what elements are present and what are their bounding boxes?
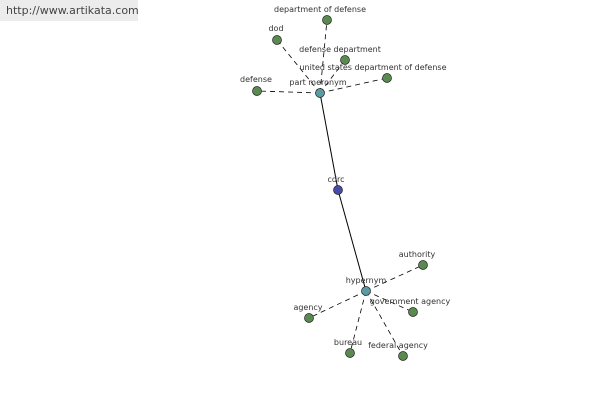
edge-root-to-hypernym — [337, 189, 367, 292]
watermark-url[interactable]: http://www.artikata.com — [0, 0, 139, 21]
node-defense[interactable] — [252, 86, 262, 96]
node-defense-department[interactable] — [340, 55, 350, 65]
edge-hypernym-to-agency — [308, 290, 367, 319]
label-federal-agency: federal agency — [368, 341, 428, 350]
node-root-cdrc[interactable] — [333, 185, 343, 195]
edge-root-to-part-meronym — [319, 92, 339, 191]
edge-part-meronym-to-department-of-defense — [319, 19, 328, 94]
node-united-states-department-of-defense[interactable] — [382, 73, 392, 83]
label-defense: defense — [240, 75, 272, 84]
label-united-states-department-of-defense: united states department of defense — [299, 63, 446, 72]
node-department-of-defense[interactable] — [322, 15, 332, 25]
label-government-agency: government agency — [370, 297, 451, 306]
node-authority[interactable] — [418, 260, 428, 270]
edge-part-meronym-to-dod — [276, 39, 321, 94]
label-department-of-defense: department of defense — [274, 5, 366, 14]
label-authority: authority — [399, 250, 436, 259]
edge-part-meronym-to-united-states-department-of-defense — [319, 77, 388, 94]
node-hypernym[interactable] — [361, 286, 371, 296]
label-bureau: bureau — [334, 338, 362, 347]
edge-hypernym-to-bureau — [349, 290, 367, 354]
edge-hypernym-to-authority — [365, 264, 424, 292]
edge-hypernym-to-federal-agency — [365, 290, 404, 357]
edge-part-meronym-to-defense — [256, 90, 321, 94]
label-agency: agency — [293, 303, 322, 312]
graph-nodes — [252, 15, 428, 361]
node-bureau[interactable] — [345, 348, 355, 358]
node-federal-agency[interactable] — [398, 351, 408, 361]
edge-part-meronym-to-defense-department — [319, 59, 346, 94]
node-dod[interactable] — [272, 35, 282, 45]
label-root-cdrc: cdrc — [328, 175, 345, 184]
label-defense-department: defense department — [299, 45, 381, 54]
graph-labels: department of defense dod defense departme… — [240, 5, 450, 350]
node-agency[interactable] — [304, 313, 314, 323]
node-part-meronym[interactable] — [315, 88, 325, 98]
label-part-meronym: part meronym — [289, 78, 346, 87]
label-dod: dod — [268, 24, 283, 33]
graph-edges — [256, 19, 424, 357]
node-government-agency[interactable] — [408, 307, 418, 317]
label-hypernym: hypernym — [346, 276, 387, 285]
